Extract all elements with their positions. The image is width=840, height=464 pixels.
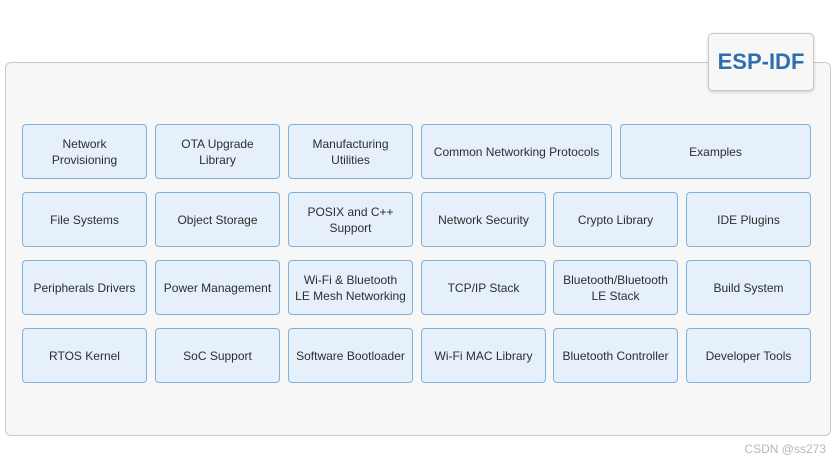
component-software-bootloader: Software Bootloader (288, 328, 413, 383)
component-posix-cpp-support: POSIX and C++ Support (288, 192, 413, 247)
component-developer-tools: Developer Tools (686, 328, 811, 383)
component-common-networking-protocols: Common Networking Protocols (421, 124, 612, 179)
component-wifi-ble-mesh: Wi-Fi & Bluetooth LE Mesh Networking (288, 260, 413, 315)
component-ide-plugins: IDE Plugins (686, 192, 811, 247)
component-wifi-mac-library: Wi-Fi MAC Library (421, 328, 546, 383)
esp-idf-title: ESP-IDF (708, 33, 814, 91)
component-ota-upgrade-library: OTA Upgrade Library (155, 124, 280, 179)
component-build-system: Build System (686, 260, 811, 315)
component-rtos-kernel: RTOS Kernel (22, 328, 147, 383)
component-bluetooth-stack: Bluetooth/Bluetooth LE Stack (553, 260, 678, 315)
component-tcpip-stack: TCP/IP Stack (421, 260, 546, 315)
component-crypto-library: Crypto Library (553, 192, 678, 247)
component-network-provisioning: Network Provisioning (22, 124, 147, 179)
component-examples: Examples (620, 124, 811, 179)
component-object-storage: Object Storage (155, 192, 280, 247)
component-file-systems: File Systems (22, 192, 147, 247)
component-network-security: Network Security (421, 192, 546, 247)
component-power-management: Power Management (155, 260, 280, 315)
watermark: CSDN @ss273 (744, 442, 826, 456)
component-bluetooth-controller: Bluetooth Controller (553, 328, 678, 383)
component-manufacturing-utilities: Manufacturing Utilities (288, 124, 413, 179)
component-peripherals-drivers: Peripherals Drivers (22, 260, 147, 315)
component-soc-support: SoC Support (155, 328, 280, 383)
